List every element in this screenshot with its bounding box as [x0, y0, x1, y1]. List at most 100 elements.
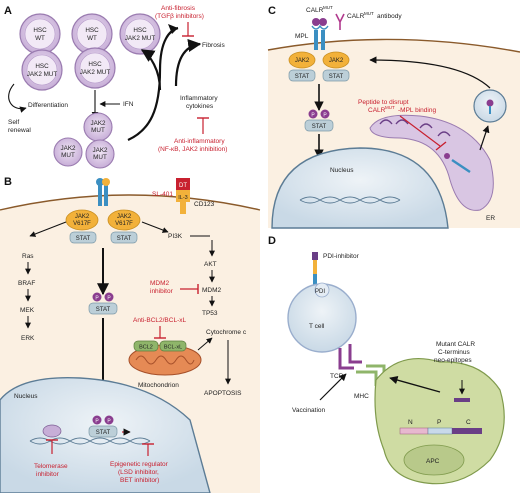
diff-cell-1-l1: JAK2 [90, 120, 106, 127]
self-renewal-arrow [8, 83, 27, 113]
c-vesicle [473, 89, 507, 123]
c-stat-left-label: STAT [295, 74, 310, 80]
anti-inflammatory-l2: (NF-κB, JAK2 inhibition) [158, 146, 227, 153]
c-antibody-icon [335, 13, 345, 30]
dt-label: DT [179, 183, 187, 189]
hsc-cell-5-l1: HSC [88, 61, 102, 68]
panel-b: B JAK2 V617F JAK2 V617F STAT STAT [0, 176, 261, 493]
bcl2-label: BCL2 [139, 345, 153, 351]
loop-arrow-back [140, 49, 162, 91]
hsc-cell-4-l1: HSC [35, 63, 49, 70]
self-renewal-l1: Self [8, 119, 19, 126]
telomerase-icon [42, 424, 62, 438]
b-p-1: P [95, 296, 99, 302]
dt-il3-toxin: DT IL-3 [176, 178, 190, 214]
panel-b-letter: B [4, 176, 12, 188]
hsc-cell-3-l2: JAK2 MUT [125, 35, 156, 42]
c-peptide-sup: MUT [385, 105, 395, 110]
c-peptide-l2: -MPL binding [398, 107, 436, 114]
bar-n-label: N [408, 419, 413, 426]
apoptosis-label: APOPTOSIS [204, 390, 242, 397]
epigenetic-l3: BET inhibitor) [120, 477, 159, 484]
b-stat-left-label: STAT [76, 236, 91, 242]
c-calr-antibody-sup: MUT [364, 11, 374, 16]
mitochondrion: BCL2 BCL-xL [128, 340, 202, 376]
c-p-1: P [311, 113, 315, 119]
cytochrome-label: Cytochrome c [206, 329, 247, 336]
c-er-label: ER [486, 215, 495, 222]
panel-c-letter: C [268, 5, 276, 17]
jak2-right-l2: V617F [115, 221, 133, 227]
b-receptor [96, 178, 110, 206]
cd123-label: CD123 [194, 201, 215, 208]
akt-label: AKT [204, 261, 217, 268]
tp53-label: TP53 [202, 310, 218, 317]
bar-p-label: P [437, 419, 441, 426]
hsc-cell-2-l2: WT [87, 35, 97, 42]
fibrosis-arrow [174, 38, 202, 87]
hsc-cell-3: HSC JAK2 MUT [119, 13, 161, 55]
jak2-v617f-right: JAK2 V617F [107, 209, 141, 231]
telomerase-l1: Telomerase [34, 463, 68, 470]
epigenetic-l1: Epigenetic regulator [110, 461, 169, 468]
c-cell-membrane [267, 38, 520, 53]
diff-cell-3-l2: MUT [93, 154, 107, 161]
pdi-label: PDI [315, 289, 325, 295]
c-calr-sup: MUT [323, 5, 333, 10]
c-calr-mpl-receptor [311, 18, 329, 50]
hsc-cell-4-l2: JAK2 MUT [27, 71, 58, 78]
apc-label: APC [426, 458, 440, 465]
anti-bcl2-label: Anti-BCL2/BCL-xL [133, 317, 186, 324]
mutant-l1: Mutant CALR [436, 341, 475, 348]
c-jak2-right: JAK2 [322, 51, 350, 69]
panel-d: D PDI-inhibitor PDI T cell TCR MHC APC [268, 235, 505, 485]
hsc-cell-5: HSC JAK2 MUT [74, 47, 116, 89]
b-cell-membrane [0, 194, 261, 211]
fibrosis-label: Fibrosis [202, 42, 226, 49]
b-stat-right-label: STAT [117, 236, 132, 242]
jak2-right-l1: JAK2 [117, 214, 132, 220]
panel-c: C CALR MUT CALR MUT antibody MPL JAK2 JA… [267, 5, 520, 229]
self-renewal-l2: renewal [8, 127, 31, 134]
b-nuc-p-1: P [95, 419, 99, 425]
t-cell-label: T cell [309, 323, 325, 330]
anti-fibrosis-l2: (TGFβ inhibitors) [155, 13, 204, 20]
apc-cell [374, 358, 505, 485]
diff-cell-3-l1: JAK2 [92, 147, 108, 154]
mutant-l2: C-terminus [438, 349, 471, 356]
ifn-label: IFN [123, 101, 134, 108]
c-mpl-label: MPL [295, 33, 309, 40]
telomerase-l2: inhibitor [36, 471, 60, 478]
vaccination-label: Vaccination [292, 407, 326, 414]
hsc-cell-1: HSC WT [19, 13, 61, 55]
diff-cell-2-l1: JAK2 [60, 145, 76, 152]
c-calr-antibody-label: CALR [347, 13, 365, 20]
b-stat-phospho: P P STAT [88, 292, 118, 315]
hsc-cell-4: HSC JAK2 MUT [21, 49, 63, 91]
hsc-cell-2-l1: HSC [85, 27, 99, 34]
b-nuc-p-2: P [107, 419, 111, 425]
jak2-v617f-left: JAK2 V617F [65, 209, 99, 231]
panel-a-letter: A [4, 5, 12, 17]
c-stat-left: STAT [288, 69, 316, 82]
c-jak2-right-label: JAK2 [329, 58, 344, 64]
inflammatory-l1: Inflammatory [180, 95, 218, 102]
epigenetic-l2: (LSD inhibitor, [118, 469, 159, 476]
hsc-cell-2: HSC WT [71, 13, 113, 55]
c-stat-phospho-label: STAT [312, 124, 327, 130]
c-jak2-left-label: JAK2 [295, 58, 310, 64]
c-jak2-left: JAK2 [288, 51, 316, 69]
c-stat-right: STAT [322, 69, 350, 82]
erk-label: ERK [21, 335, 35, 342]
jak2-left-l2: V617F [73, 221, 91, 227]
c-peptide-calr: CALR [368, 107, 386, 114]
panel-a: A HSC WT HSC WT HSC JAK2 MUT [4, 5, 227, 169]
mutant-l3: neo-epitopes [434, 357, 472, 364]
b-nuc-stat-label: STAT [96, 430, 111, 436]
c-p-2: P [323, 113, 327, 119]
mdm2-label: MDM2 [202, 287, 222, 294]
mhc-label: MHC [354, 393, 369, 400]
anti-fibrosis-l1: Anti-fibrosis [161, 5, 196, 12]
bclxl-label: BCL-xL [164, 345, 182, 351]
diff-cells: JAK2 MUT JAK2 MUT JAK2 MUT [53, 112, 115, 169]
